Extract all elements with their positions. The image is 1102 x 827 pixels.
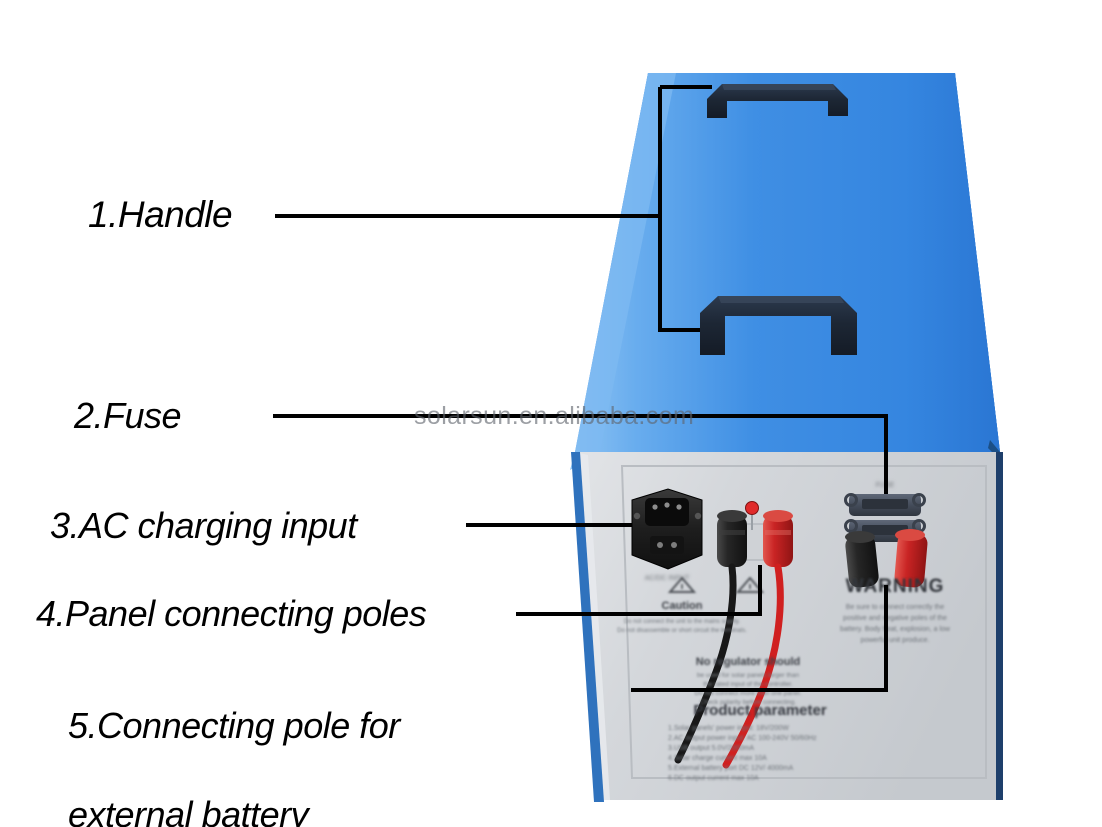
callout-label-external-battery-pole: 5.Connecting pole for external battery <box>30 663 400 827</box>
warning-heading: WARNING <box>846 576 945 597</box>
callout-label-ac-charging-input: 3.AC charging input <box>50 505 357 546</box>
battery-pole-negative[interactable] <box>844 531 879 588</box>
caution-line-1: Do not connect the unit to the mains sup… <box>624 619 741 625</box>
negative-cable <box>674 563 737 764</box>
caution-line-2: Do not disassemble or short circuit the … <box>617 628 747 634</box>
product-parameter-heading: Product parameter <box>693 702 827 719</box>
callout-label-5-line1: 5.Connecting pole for <box>68 705 400 747</box>
caution-heading: Caution <box>662 600 703 612</box>
handle-middle <box>700 296 857 355</box>
panel-product-parameter-block: Product parameter 1.Solar panels' power … <box>668 702 827 782</box>
panel-right-edge <box>996 452 1003 800</box>
callout-label-5-line2: external battery <box>68 794 309 827</box>
positive-cable <box>722 563 784 769</box>
spec-line-4: 4.Solar charge current max 10A <box>668 755 767 762</box>
regulator-line-4: Check polarity before connecting. <box>700 699 797 706</box>
leader-line-handle <box>275 85 712 332</box>
body-left-highlight <box>575 73 676 452</box>
regulator-line-2: the rated input of the controller. <box>703 681 793 688</box>
indicator-led <box>745 501 759 515</box>
callout-label-handle: 1.Handle <box>88 194 233 235</box>
panel-pole-positive[interactable] <box>763 510 793 567</box>
panel-left-blue-trim <box>571 452 604 802</box>
leader-line-fuse <box>273 414 888 494</box>
spec-line-2: 2.AC output power input: AC 100-240V 50/… <box>668 735 817 742</box>
regulator-line-1: be used for solar panels larger than <box>697 672 800 679</box>
panel-inner-outline <box>620 465 987 779</box>
callout-label-fuse: 2.Fuse <box>74 395 182 436</box>
leader-lines <box>273 85 888 692</box>
external-battery-poles[interactable] <box>844 529 928 588</box>
panel-pole-negative[interactable] <box>717 510 747 567</box>
regulator-line-3: Do not connect more than one panel. <box>695 690 802 697</box>
warning-line-3: battery. Body heat, explosion, a low <box>840 626 951 633</box>
panel-caution-block: Caution Do not connect the unit to the m… <box>617 576 765 634</box>
spec-line-1: 1.Solar panels' power input: 18V/200W <box>668 725 789 732</box>
ac-inlet-caption: AC/DC INPUT <box>645 575 690 582</box>
panel-connecting-poles[interactable] <box>717 501 793 568</box>
leader-line-battery-pole <box>631 585 888 692</box>
body-blue-slab-right <box>760 73 1000 452</box>
spec-line-5: 5.External battery port DC 12V/ 4000mA <box>668 765 794 772</box>
warning-line-2: positive and negative poles of the <box>843 615 947 622</box>
device-body: AC/DC INPUT <box>570 73 1003 802</box>
regulator-heading: No regulator should <box>696 656 801 668</box>
handle-top <box>707 84 848 118</box>
battery-pole-positive[interactable] <box>894 529 929 588</box>
panel-regulator-block: No regulator should be used for solar pa… <box>695 656 802 706</box>
warning-line-1: Be sure to connect correctly the <box>846 604 945 611</box>
spec-line-3: 3.USB output 5.0V/2000mA <box>668 745 754 752</box>
spec-line-6: 6.DC output current max 10A <box>668 775 759 782</box>
leader-line-panel-poles <box>516 565 762 616</box>
panel-warning-block: WARNING Be sure to connect correctly the… <box>840 576 951 644</box>
callout-label-panel-connecting-poles: 4.Panel connecting poles <box>36 593 427 634</box>
warning-line-4: powerful unit produce. <box>861 637 930 644</box>
ac-charging-input-socket[interactable]: AC/DC INPUT <box>631 488 703 582</box>
